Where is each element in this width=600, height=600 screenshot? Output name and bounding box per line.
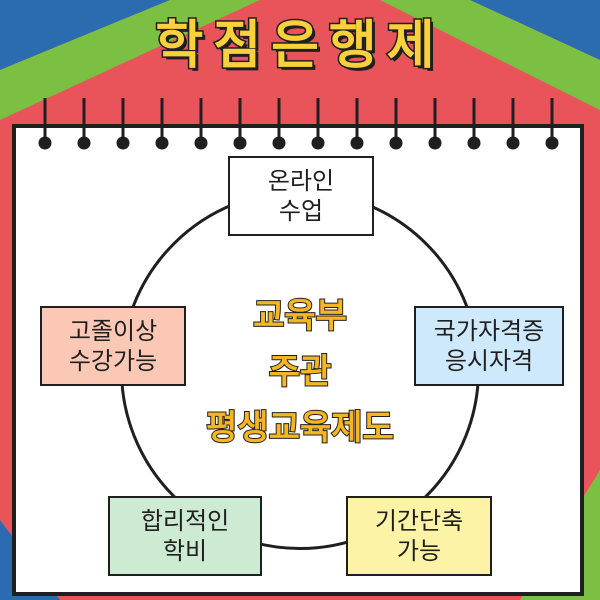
box-affordable-tuition-line-1: 합리적인: [140, 507, 230, 535]
box-certification-eligibility-line-1: 국가자격증: [433, 317, 545, 345]
center-line-2: 주관: [268, 351, 333, 393]
box-enrollment-eligibility-line-2: 수강가능: [68, 347, 158, 375]
box-shorter-period-line-1: 기간단축: [374, 507, 464, 535]
box-affordable-tuition-line-2: 학비: [162, 537, 208, 565]
center-line-3: 평생교육제도: [205, 407, 395, 449]
box-enrollment-eligibility-line-1: 고졸이상: [68, 317, 158, 345]
box-affordable-tuition: 합리적인 학비: [108, 496, 262, 576]
box-shorter-period: 기간단축 가능: [346, 496, 492, 576]
center-label: 교육부 주관 평생교육제도: [180, 288, 420, 456]
box-online-class-line-2: 수업: [278, 197, 324, 225]
box-certification-eligibility-line-2: 응시자격: [444, 347, 534, 375]
box-enrollment-eligibility: 고졸이상 수강가능: [40, 306, 186, 386]
box-online-class-line-1: 온라인: [267, 167, 335, 195]
center-line-1: 교육부: [252, 295, 348, 337]
page-title: 학점은행제: [154, 15, 445, 78]
box-online-class: 온라인 수업: [228, 156, 374, 236]
box-certification-eligibility: 국가자격증 응시자격: [414, 306, 564, 386]
box-shorter-period-line-2: 가능: [396, 537, 442, 565]
